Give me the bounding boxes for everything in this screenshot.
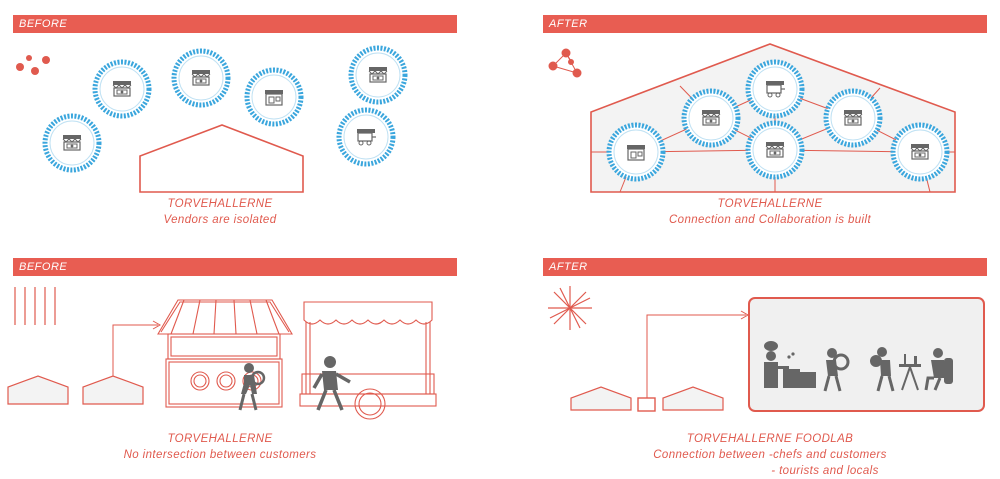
caption-title: TORVEHALLERNE FOODLAB bbox=[686, 433, 854, 445]
caption-title: TORVEHALLERNE bbox=[717, 198, 823, 210]
caption-top-left: TORVEHALLERNE Vendors are isolated bbox=[70, 196, 370, 228]
connector-box bbox=[637, 397, 656, 412]
isolated-vendor-4 bbox=[247, 70, 301, 124]
caption-title: TORVEHALLERNE bbox=[167, 433, 273, 445]
caption-bottom-left: TORVEHALLERNE No intersection between cu… bbox=[70, 431, 370, 463]
connected-vendor-5 bbox=[826, 91, 880, 145]
caption-subtitle: Connection between -chefs and customers bbox=[653, 449, 887, 461]
parallel-lines-icon bbox=[14, 287, 56, 325]
connected-vendor-1 bbox=[609, 125, 663, 179]
connected-vendor-3 bbox=[748, 62, 802, 116]
before-banner-top: BEFORE bbox=[13, 15, 457, 33]
connected-vendor-4 bbox=[748, 123, 802, 177]
market-hall-outline bbox=[139, 124, 304, 193]
foodlab-hall-1 bbox=[570, 386, 632, 411]
isolated-vendor-3 bbox=[174, 51, 228, 105]
caption-subtitle-line2: - tourists and locals bbox=[771, 465, 879, 477]
market-stall-drawing bbox=[157, 299, 293, 408]
caption-subtitle: Connection and Collaboration is built bbox=[668, 214, 872, 226]
small-hall-2 bbox=[82, 375, 144, 405]
isolated-vendor-1 bbox=[45, 116, 99, 170]
foodlab-space bbox=[748, 297, 985, 412]
burst-icon bbox=[548, 286, 592, 330]
scatter-dots-icon bbox=[16, 55, 50, 75]
connected-vendor-2 bbox=[684, 91, 738, 145]
foodlab-hall-2 bbox=[662, 386, 724, 411]
person-walking-icon bbox=[312, 356, 351, 411]
caption-subtitle: No intersection between customers bbox=[123, 449, 317, 461]
foodlab-flow-arrow bbox=[646, 314, 746, 398]
isolated-vendor-2 bbox=[95, 62, 149, 116]
flow-arrow bbox=[112, 324, 158, 376]
network-icon bbox=[548, 48, 582, 78]
caption-title: TORVEHALLERNE bbox=[167, 198, 273, 210]
after-banner-bottom: AFTER bbox=[543, 258, 987, 276]
seated-diner-icon bbox=[924, 348, 953, 391]
before-banner-bottom: BEFORE bbox=[13, 258, 457, 276]
isolated-vendor-5 bbox=[351, 48, 405, 102]
cafe-table-icon bbox=[899, 354, 921, 391]
chef-icon bbox=[764, 341, 795, 388]
person-with-bag-icon bbox=[238, 363, 266, 411]
tourist-icon bbox=[870, 347, 895, 392]
caption-top-right: TORVEHALLERNE Connection and Collaborati… bbox=[620, 196, 920, 228]
isolated-vendor-6 bbox=[339, 110, 393, 164]
market-hall-connected bbox=[590, 43, 956, 193]
connected-vendor-6 bbox=[893, 125, 947, 179]
counter-icon bbox=[783, 369, 800, 388]
after-banner-top: AFTER bbox=[543, 15, 987, 33]
caption-subtitle: Vendors are isolated bbox=[163, 214, 277, 226]
crate-icon bbox=[800, 372, 816, 388]
small-hall-1 bbox=[7, 375, 69, 405]
customer-with-bag-icon bbox=[823, 348, 850, 392]
food-cart-drawing bbox=[299, 301, 437, 420]
caption-bottom-right: TORVEHALLERNE FOODLAB Connection between… bbox=[620, 431, 920, 479]
